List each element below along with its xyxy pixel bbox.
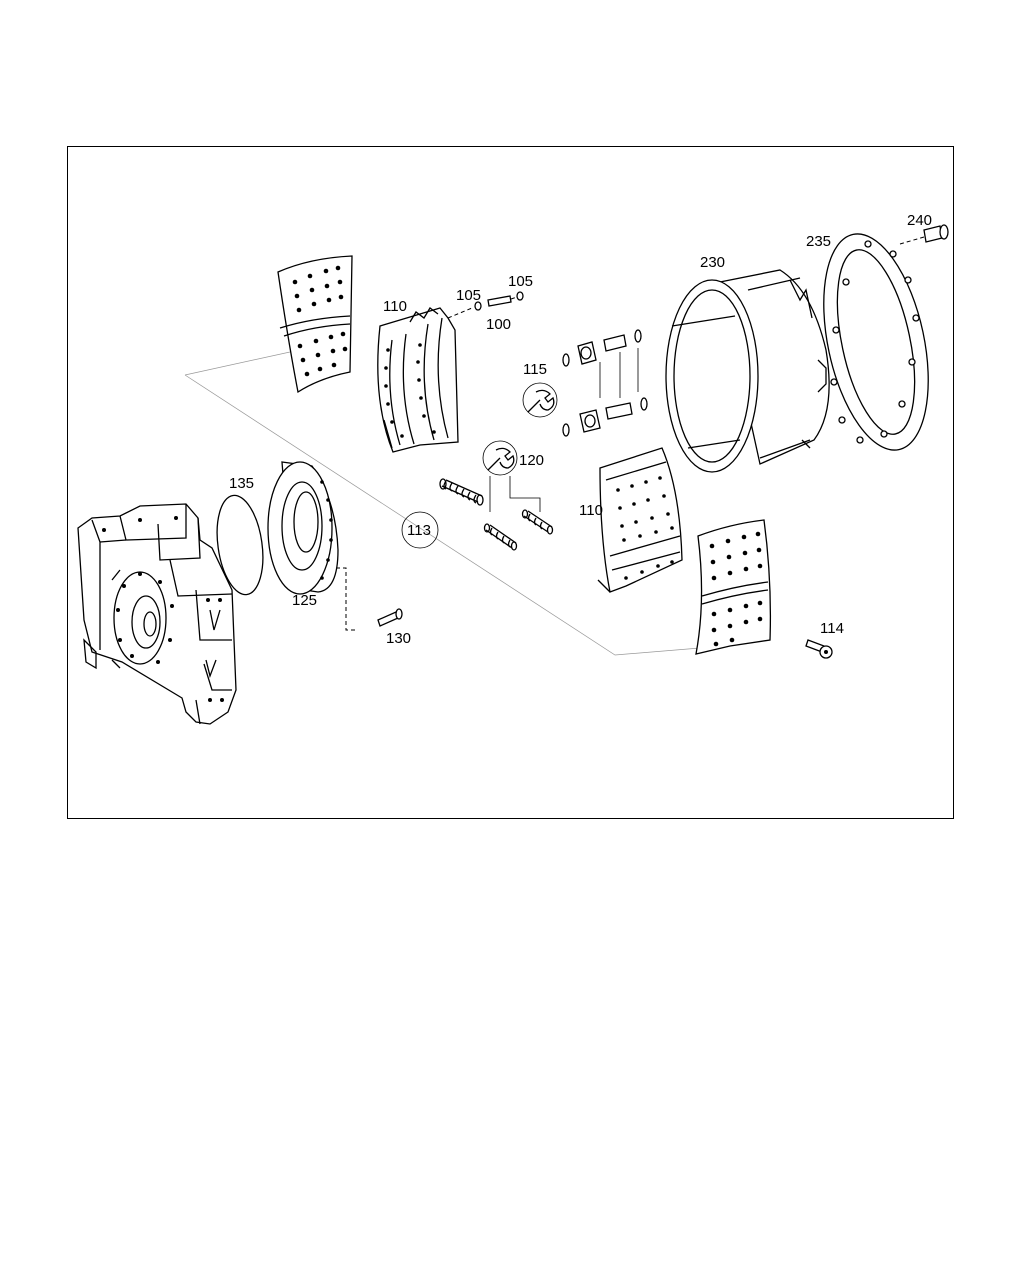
pin-and-clips: [474, 291, 524, 311]
callout-110-upper: 110: [383, 298, 407, 315]
wrench-icon: [522, 382, 558, 418]
callout-115: 115: [523, 361, 547, 378]
spring-small-1: [483, 523, 518, 551]
callout-235: 235: [806, 233, 831, 250]
brake-drum: [665, 269, 830, 473]
o-ring: [216, 494, 264, 596]
callout-120: 120: [519, 452, 544, 469]
roller-group: [562, 329, 648, 437]
diagram-frame: [67, 146, 954, 819]
callout-110-lower: 110: [579, 502, 603, 519]
callout-113: 113: [407, 522, 431, 539]
callout-230: 230: [700, 254, 725, 271]
spring-group: [439, 440, 554, 551]
axle-housing: [77, 503, 237, 725]
cover-plate: [267, 461, 356, 631]
callout-105-left: 105: [456, 287, 481, 304]
bolt-114: [805, 639, 833, 659]
callout-135: 135: [229, 475, 254, 492]
callout-labels: 240 235 230 110 105 105 100 115 120 135 …: [229, 212, 932, 647]
bolt-240: [899, 224, 949, 245]
guide-lines: [184, 351, 701, 656]
callout-100: 100: [486, 316, 511, 333]
brake-lining-upper: [277, 255, 353, 394]
spring-small-2: [521, 509, 554, 535]
spring-large: [439, 478, 484, 506]
callout-105-right: 105: [508, 273, 533, 290]
callout-240: 240: [907, 212, 932, 229]
brake-shoe-lower: [597, 447, 683, 593]
callout-circle-113: [401, 511, 439, 549]
callout-125: 125: [292, 592, 317, 609]
brake-lining-lower: [695, 519, 772, 655]
brake-shoe-upper: [377, 307, 473, 453]
callout-114: 114: [820, 620, 844, 637]
callout-130: 130: [386, 630, 411, 647]
flange-ring: [823, 233, 929, 451]
bolt-130: [377, 608, 403, 627]
